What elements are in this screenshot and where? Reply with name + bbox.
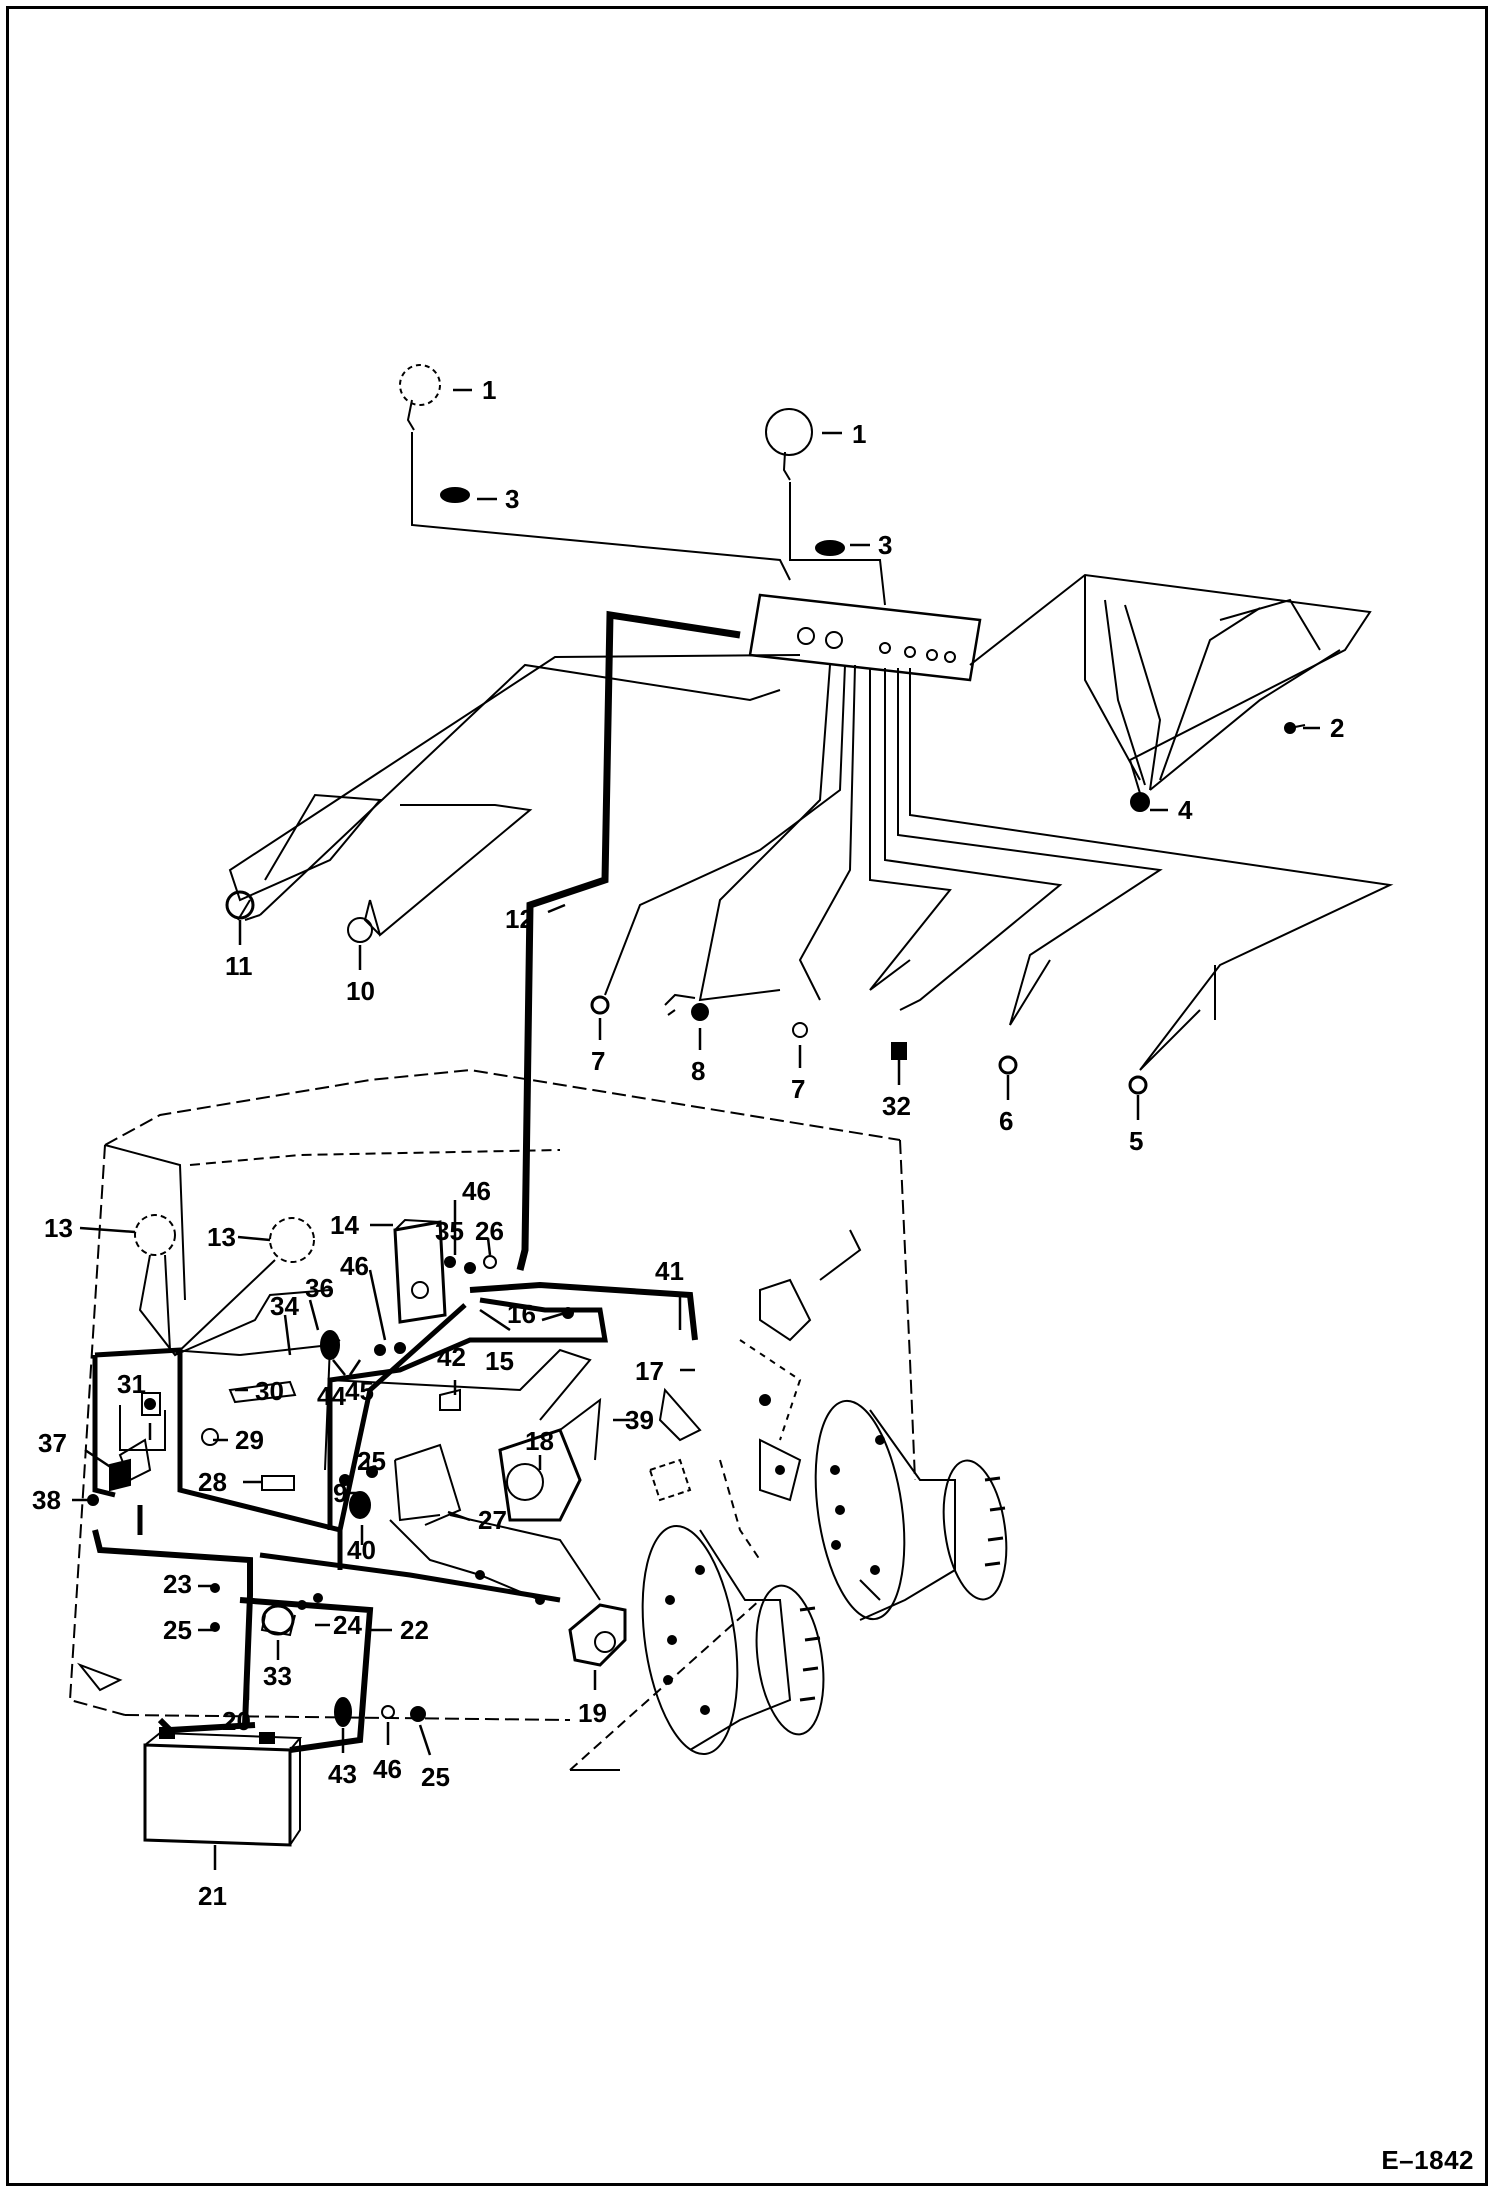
callout-20: 20: [222, 1706, 251, 1736]
callout-24: 24: [333, 1610, 362, 1640]
callout-28: 28: [198, 1467, 227, 1497]
callout-42: 42: [437, 1342, 466, 1372]
marker-light-7b: [792, 1022, 808, 1038]
tail-light-11: [225, 890, 255, 920]
lamp-4: [1130, 792, 1150, 812]
callout-35: 35: [435, 1216, 464, 1246]
callout-26: 26: [475, 1216, 504, 1246]
cable-20: [92, 1529, 253, 1726]
callout-15: 15: [485, 1346, 514, 1376]
callout-30: 30: [255, 1376, 284, 1406]
callout-4: 4: [1178, 795, 1193, 825]
harness-41: [469, 1281, 698, 1341]
light-5: [1128, 1075, 1148, 1095]
work-light-left: [399, 364, 441, 406]
battery-21: [143, 1743, 292, 1847]
switch-8: [691, 1003, 709, 1021]
work-light-right: [765, 408, 813, 456]
tail-light-10: [347, 917, 373, 943]
relay-14: [393, 1220, 447, 1324]
callout-5: 5: [1129, 1126, 1143, 1156]
switch-31: [141, 1392, 161, 1416]
callout-46-bottom: 46: [373, 1754, 402, 1784]
figure-number: E–1842: [1381, 2145, 1474, 2175]
dome-light-13a: [134, 1214, 176, 1256]
callout-38: 38: [32, 1485, 61, 1515]
callout-21: 21: [198, 1881, 227, 1911]
callout-39: 39: [625, 1405, 654, 1435]
callout-7-right: 7: [791, 1074, 805, 1104]
callout-3-left: 3: [505, 484, 519, 514]
marker-light-7a: [590, 995, 610, 1015]
callout-11: 11: [225, 951, 253, 981]
leader-lines: [72, 388, 1320, 1870]
callout-16: 16: [507, 1299, 536, 1329]
callout-3-right: 3: [878, 530, 892, 560]
callout-45: 45: [345, 1376, 374, 1406]
grommet-right: [815, 540, 845, 556]
callout-41: 41: [655, 1256, 684, 1286]
callout-25-mid: 25: [357, 1446, 386, 1476]
callout-46-mid: 46: [340, 1251, 369, 1281]
callout-8: 8: [691, 1056, 705, 1086]
callout-27: 27: [478, 1505, 507, 1535]
solenoid-24: [261, 1604, 295, 1636]
callout-37: 37: [38, 1428, 67, 1458]
callout-32: 32: [882, 1091, 911, 1121]
grommet-left: [440, 487, 470, 503]
callout-33: 33: [263, 1661, 292, 1691]
callout-19: 19: [578, 1698, 607, 1728]
loader-frame: [68, 1068, 916, 1771]
dome-light-13b: [269, 1217, 315, 1263]
callout-1-left: 1: [482, 375, 496, 405]
motor-18: [498, 1428, 582, 1522]
main-harness-12: [516, 610, 741, 1271]
callout-13-right: 13: [207, 1222, 236, 1252]
callout-46-top: 46: [462, 1176, 491, 1206]
callout-44: 44: [317, 1381, 346, 1411]
callout-29: 29: [235, 1425, 264, 1455]
fuse-40: [349, 1491, 371, 1519]
bulb-2: [1284, 722, 1296, 734]
callout-12: 12: [505, 904, 534, 934]
callout-25-bottom: 25: [421, 1762, 450, 1792]
callout-40: 40: [347, 1535, 376, 1565]
callout-34: 34: [270, 1291, 299, 1321]
callout-labels: 1 1 3 3 2 4 12 11 10 7 8 7 32 6 5 46 13 …: [32, 375, 1344, 1911]
fuse-43: [334, 1697, 352, 1727]
callout-10: 10: [346, 976, 375, 1006]
light-6: [998, 1055, 1018, 1075]
cab-components: [87, 1214, 702, 1847]
callout-1-right: 1: [852, 419, 866, 449]
callout-17: 17: [635, 1356, 664, 1386]
callout-7-left: 7: [591, 1046, 605, 1076]
connector-32: [891, 1042, 907, 1060]
callout-13-left: 13: [44, 1213, 73, 1243]
callout-22: 22: [400, 1615, 429, 1645]
fuse-44: [320, 1330, 340, 1360]
callout-6: 6: [999, 1106, 1013, 1136]
callout-9: 9: [333, 1478, 347, 1508]
starter-19: [568, 1603, 627, 1667]
callout-14: 14: [330, 1210, 359, 1240]
callout-31: 31: [117, 1369, 146, 1399]
callout-36: 36: [305, 1273, 334, 1303]
callout-23: 23: [163, 1569, 192, 1599]
callout-2: 2: [1330, 713, 1344, 743]
callout-25-left: 25: [163, 1615, 192, 1645]
junction-block: [748, 593, 982, 682]
callout-18: 18: [525, 1426, 554, 1456]
callout-43: 43: [328, 1759, 357, 1789]
page-border: [6, 6, 1488, 2186]
axle-hubs: [641, 1229, 1008, 1756]
light-harness-assembly: [225, 364, 1394, 1271]
